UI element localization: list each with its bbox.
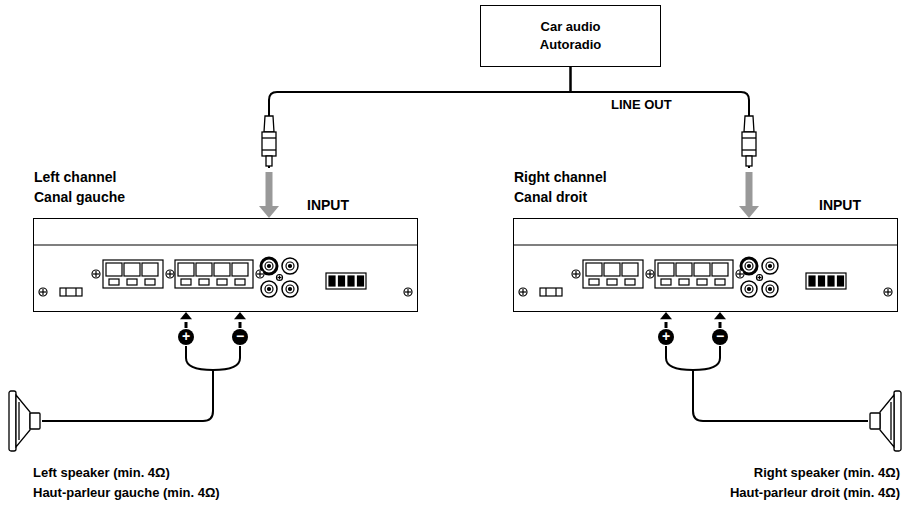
rca-plug [742,116,756,166]
speaker-label: Right speaker (min. 4Ω) [754,464,900,481]
connector [660,312,868,421]
speaker-label: Left speaker (min. 4Ω) [33,464,170,481]
channel-heading: Left channel [34,169,116,186]
amplifier-unit: Left channelCanal gaucheINPUT [33,218,418,312]
speaker-symbol [8,390,42,452]
polarity-mark: + [658,329,674,345]
polarity-mark: + [178,329,194,345]
jack-label: INPUT [307,197,349,214]
speaker: Right speaker (min. 4Ω)Haut-parleur droi… [868,390,902,452]
source-unit-box: Car audioAutoradio [480,5,661,67]
amplifier-unit: Right channelCanal droitINPUT [513,218,898,312]
channel-heading: Canal gauche [34,189,125,206]
connector [571,67,760,218]
speaker-label: Haut-parleur gauche (min. 4Ω) [33,484,220,501]
channel-heading: Right channel [514,169,607,186]
rca-plug [262,116,276,166]
channel-heading: Canal droit [514,189,587,206]
amplifier-panel [513,218,898,312]
unit-name: Autoradio [540,36,601,54]
speaker-symbol [868,390,902,452]
unit-name: Car audio [541,18,601,36]
connector [42,312,246,421]
jack-label: INPUT [819,197,861,214]
speaker-label: Haut-parleur droit (min. 4Ω) [730,484,900,501]
amplifier-panel [33,218,418,312]
signal-label: LINE OUT [609,96,674,113]
speaker: Left speaker (min. 4Ω)Haut-parleur gauch… [8,390,42,452]
polarity-mark: − [232,329,248,345]
polarity-mark: − [712,329,728,345]
